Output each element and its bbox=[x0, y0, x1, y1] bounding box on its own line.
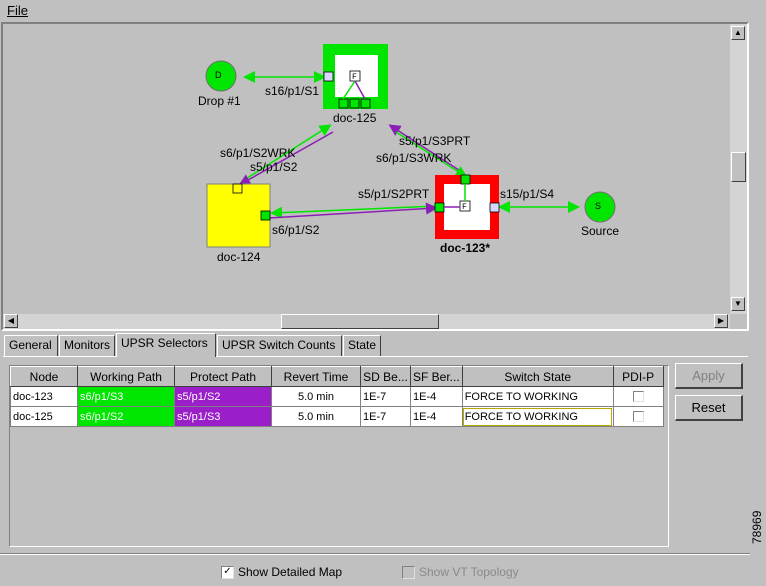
table-row[interactable]: doc-125 s6/p1/S2 s5/p1/S3 5.0 min 1E-7 1… bbox=[10, 406, 664, 427]
scroll-right-icon[interactable]: ▶ bbox=[714, 314, 728, 328]
reset-button[interactable]: Reset bbox=[675, 395, 743, 421]
show-detailed-map-label: Show Detailed Map bbox=[238, 565, 343, 579]
node-label-doc-124: doc-124 bbox=[217, 250, 261, 264]
scroll-left-icon[interactable]: ◀ bbox=[4, 314, 18, 328]
col-sf-ber[interactable]: SF Ber... bbox=[410, 366, 463, 387]
col-node[interactable]: Node bbox=[10, 366, 78, 387]
map-frame bbox=[1, 22, 749, 331]
cell-pdi-p[interactable] bbox=[612, 406, 664, 427]
link-label-drop: s16/p1/S1 bbox=[265, 84, 320, 98]
link-label-s3prt: s5/p1/S3PRT bbox=[399, 134, 471, 148]
node-drop bbox=[205, 60, 237, 92]
figure-id: 78969 bbox=[750, 510, 764, 544]
cell-sf-ber[interactable]: 1E-4 bbox=[410, 386, 463, 407]
col-pdi-p[interactable]: PDI-P bbox=[612, 366, 664, 387]
tab-general[interactable]: General bbox=[4, 335, 58, 356]
cell-revert-time[interactable]: 5.0 min bbox=[271, 406, 361, 427]
cell-sf-ber[interactable]: 1E-4 bbox=[410, 406, 463, 427]
cell-protect-path[interactable]: s5/p1/S3 bbox=[174, 406, 272, 427]
source-letter: S bbox=[595, 201, 602, 211]
scroll-down-icon[interactable]: ▼ bbox=[731, 297, 745, 311]
network-map-svg: F F bbox=[205, 44, 616, 248]
link-label-s5s2: s5/p1/S2 bbox=[250, 160, 298, 174]
node-doc-124 bbox=[206, 183, 271, 248]
table-row[interactable]: doc-123 s6/p1/S3 s5/p1/S2 5.0 min 1E-7 1… bbox=[10, 386, 664, 407]
show-vt-topology-option[interactable]: Show VT Topology bbox=[402, 565, 519, 579]
link-125-123-protect bbox=[388, 124, 466, 175]
horizontal-scroll-thumb[interactable] bbox=[281, 314, 439, 329]
link-124-123-protect bbox=[268, 202, 438, 219]
col-sd-ber[interactable]: SD Be... bbox=[360, 366, 411, 387]
node-source bbox=[584, 191, 616, 223]
cell-revert-time[interactable]: 5.0 min bbox=[271, 386, 361, 407]
tab-upsr-switch-counts[interactable]: UPSR Switch Counts bbox=[217, 335, 342, 356]
cell-node: doc-125 bbox=[10, 406, 78, 427]
link-124-125-protect bbox=[238, 131, 334, 186]
menu-file[interactable]: File bbox=[7, 3, 28, 18]
bottom-separator bbox=[0, 553, 750, 555]
link-124-125-working bbox=[240, 124, 332, 183]
cell-switch-state[interactable]: FORCE TO WORKING bbox=[461, 406, 614, 427]
upsr-selector-table: Node Working Path Protect Path Revert Ti… bbox=[10, 366, 664, 427]
col-switch-state[interactable]: Switch State bbox=[461, 366, 614, 387]
link-label-s3wrk: s6/p1/S3WRK bbox=[376, 151, 452, 165]
show-detailed-map-checkbox[interactable] bbox=[221, 565, 234, 579]
link-125-123-working bbox=[395, 131, 468, 178]
tab-monitors[interactable]: Monitors bbox=[59, 335, 115, 356]
map-vertical-scrollbar[interactable]: ▲ ▼ bbox=[730, 24, 747, 314]
cell-sd-ber[interactable]: 1E-7 bbox=[360, 386, 411, 407]
cell-working-path[interactable]: s6/p1/S2 bbox=[77, 406, 175, 427]
network-map[interactable]: F F D S Drop #1 Source doc-125 doc-124 d… bbox=[3, 24, 730, 314]
col-working-path[interactable]: Working Path bbox=[77, 366, 175, 387]
link-label-s2prt: s5/p1/S2PRT bbox=[358, 187, 430, 201]
node-label-drop: Drop #1 bbox=[198, 94, 241, 108]
cell-working-path[interactable]: s6/p1/S3 bbox=[77, 386, 175, 407]
pdi-p-checkbox[interactable] bbox=[632, 411, 644, 423]
pdi-p-checkbox[interactable] bbox=[632, 391, 644, 403]
svg-text:F: F bbox=[352, 73, 357, 82]
node-label-doc-125: doc-125 bbox=[333, 111, 377, 125]
link-123-124-working bbox=[270, 205, 438, 219]
svg-text:F: F bbox=[462, 203, 467, 212]
cell-switch-state[interactable]: FORCE TO WORKING bbox=[461, 386, 614, 407]
cell-node: doc-123 bbox=[10, 386, 78, 407]
tab-state[interactable]: State bbox=[343, 335, 381, 356]
cell-protect-path[interactable]: s5/p1/S2 bbox=[174, 386, 272, 407]
tab-panel bbox=[3, 356, 748, 551]
tab-upsr-selectors[interactable]: UPSR Selectors bbox=[116, 333, 216, 357]
link-label-source: s15/p1/S4 bbox=[500, 187, 555, 201]
vertical-scroll-thumb[interactable] bbox=[731, 152, 746, 182]
show-detailed-map-option[interactable]: Show Detailed Map bbox=[221, 565, 342, 579]
scroll-up-icon[interactable]: ▲ bbox=[731, 26, 745, 40]
link-label-s2wrk: s6/p1/S2WRK bbox=[220, 146, 296, 160]
drop-letter: D bbox=[215, 70, 222, 80]
link-label-s6s2: s6/p1/S2 bbox=[272, 223, 320, 237]
cell-pdi-p[interactable] bbox=[612, 386, 664, 407]
apply-button[interactable]: Apply bbox=[675, 363, 743, 389]
map-horizontal-scrollbar[interactable]: ◀ ▶ bbox=[3, 314, 730, 329]
cell-sd-ber[interactable]: 1E-7 bbox=[360, 406, 411, 427]
node-label-source: Source bbox=[581, 224, 620, 238]
col-protect-path[interactable]: Protect Path bbox=[174, 366, 272, 387]
show-vt-topology-checkbox[interactable] bbox=[402, 565, 415, 579]
show-vt-topology-label: Show VT Topology bbox=[419, 565, 519, 579]
col-revert-time[interactable]: Revert Time bbox=[271, 366, 361, 387]
node-label-doc-123: doc-123* bbox=[440, 241, 491, 255]
menu-bar: File bbox=[0, 0, 748, 22]
